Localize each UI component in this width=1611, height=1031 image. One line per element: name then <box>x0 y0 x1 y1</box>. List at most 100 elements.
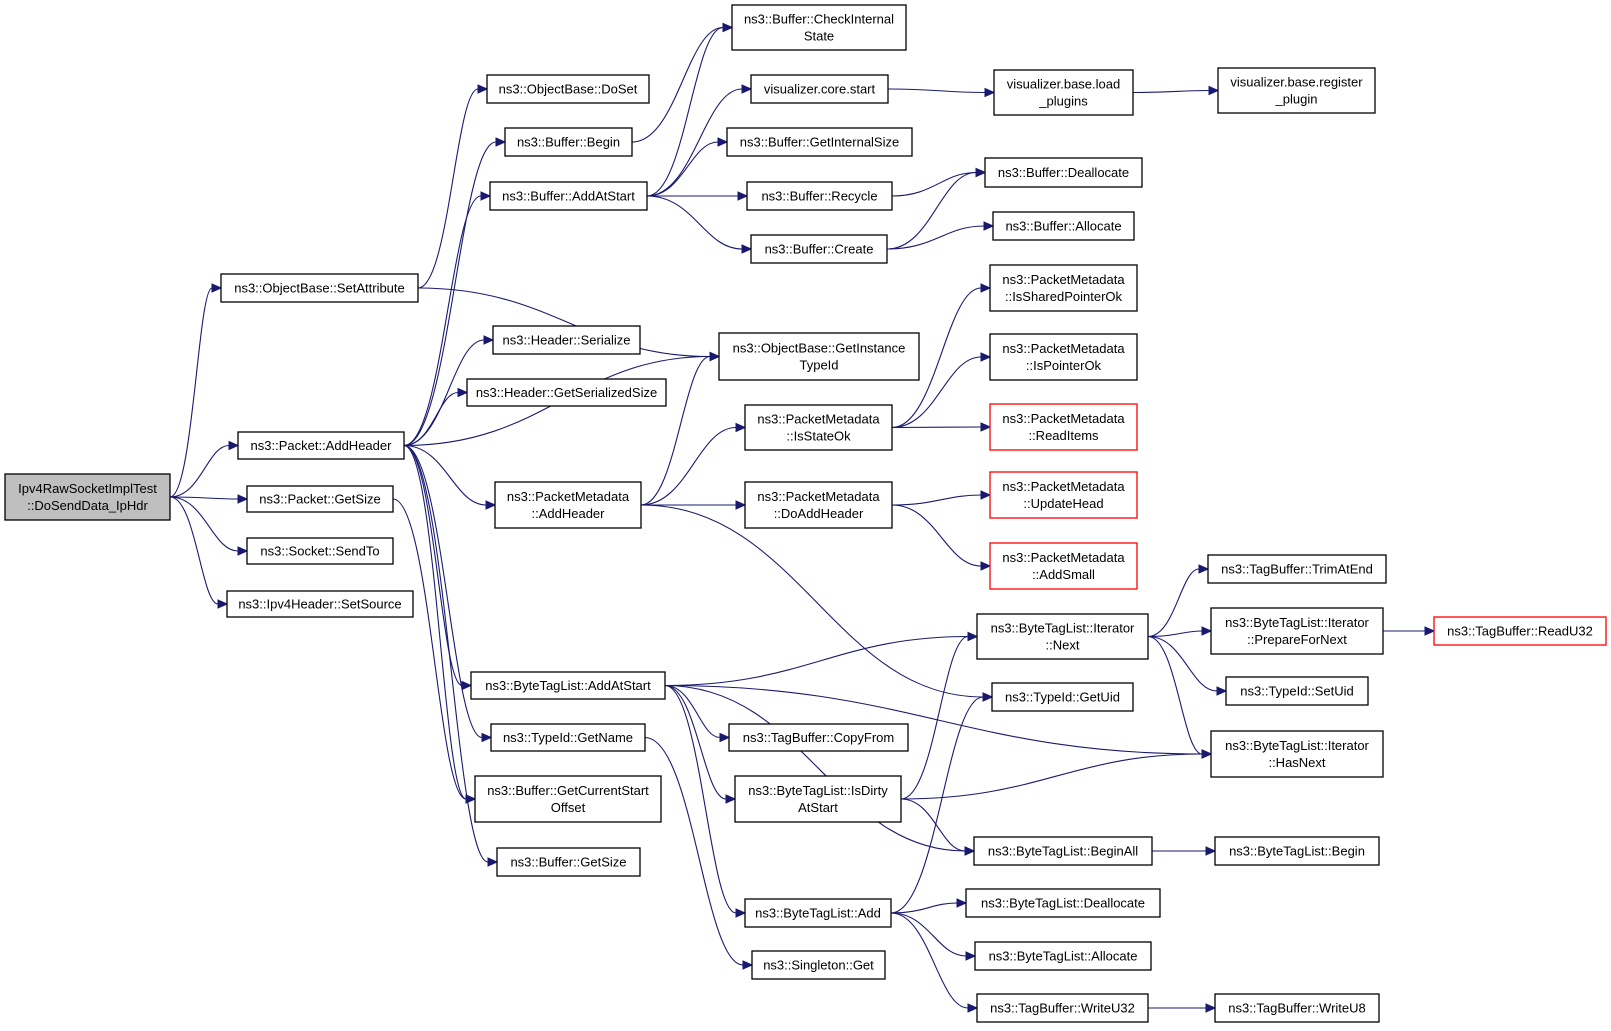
node-pm-add-header[interactable]: ns3::PacketMetadata::AddHeader <box>494 481 642 529</box>
node-btl-begin[interactable]: ns3::ByteTagList::Begin <box>1214 836 1380 866</box>
node-buf-create[interactable]: ns3::Buffer::Create <box>750 234 888 264</box>
node-label: ns3::TagBuffer::WriteU32 <box>990 1001 1135 1016</box>
call-edge-btl-it-prepare-to-tb-read-u32 <box>1382 626 1436 636</box>
node-pm-is-ptr-ok[interactable]: ns3::PacketMetadata::IsPointerOk <box>989 333 1138 381</box>
node-label: ns3::ByteTagList::IsDirty <box>748 783 888 798</box>
node-tid-set-uid[interactable]: ns3::TypeId::SetUid <box>1225 676 1369 706</box>
node-sock-send-to[interactable]: ns3::Socket::SendTo <box>246 537 394 565</box>
node-label: ns3::Header::Serialize <box>503 333 631 348</box>
node-set-attr[interactable]: ns3::ObjectBase::SetAttribute <box>220 273 419 303</box>
node-label: ::Next <box>1046 638 1080 653</box>
node-label: ns3::PacketMetadata <box>1002 341 1125 356</box>
node-obj-do-set[interactable]: ns3::ObjectBase::DoSet <box>486 74 650 104</box>
node-label: ns3::Buffer::Allocate <box>1005 219 1121 234</box>
node-tb-write-u32[interactable]: ns3::TagBuffer::WriteU32 <box>976 993 1149 1023</box>
node-tb-write-u8[interactable]: ns3::TagBuffer::WriteU8 <box>1214 993 1380 1023</box>
node-pm-do-add-header[interactable]: ns3::PacketMetadata::DoAddHeader <box>744 481 893 529</box>
node-label: ::AddSmall <box>1032 567 1095 582</box>
function-nodes: Ipv4RawSocketImplTest::DoSendData_IpHdrn… <box>4 4 1607 1023</box>
node-label: ns3::TypeId::GetName <box>503 730 633 745</box>
call-edge-btl-add-at-start-to-tb-copy-from <box>664 684 731 743</box>
node-label: ns3::PacketMetadata <box>1002 272 1125 287</box>
call-edge-btl-add-to-btl-allocate <box>890 912 977 961</box>
node-btl-it-next[interactable]: ns3::ByteTagList::Iterator::Next <box>976 613 1149 660</box>
node-btl-allocate[interactable]: ns3::ByteTagList::Allocate <box>974 941 1152 971</box>
node-pm-read-items[interactable]: ns3::PacketMetadata::ReadItems <box>989 403 1138 451</box>
call-edge-pm-do-add-header-to-pm-update-head <box>891 490 992 506</box>
node-btl-it-prepare[interactable]: ns3::ByteTagList::Iterator::PrepareForNe… <box>1210 607 1384 655</box>
node-label: ::PrepareForNext <box>1247 632 1347 647</box>
node-btl-add[interactable]: ns3::ByteTagList::Add <box>744 898 892 928</box>
node-root[interactable]: Ipv4RawSocketImplTest::DoSendData_IpHdr <box>4 473 171 521</box>
node-singleton-get[interactable]: ns3::Singleton::Get <box>751 950 886 980</box>
node-tid-get-name[interactable]: ns3::TypeId::GetName <box>490 723 646 752</box>
node-label: visualizer.core.start <box>764 82 876 97</box>
node-buf-get-size[interactable]: ns3::Buffer::GetSize <box>496 847 641 877</box>
node-label: ns3::Buffer::AddAtStart <box>502 189 635 204</box>
node-tid-get-uid[interactable]: ns3::TypeId::GetUid <box>991 682 1134 712</box>
node-label: ns3::Buffer::Deallocate <box>998 165 1129 180</box>
call-edge-btl-begin-all-to-btl-begin <box>1152 846 1217 856</box>
node-buf-get-internal-size[interactable]: ns3::Buffer::GetInternalSize <box>726 127 913 157</box>
call-edge-pkt-add-header-to-buf-begin <box>403 137 507 447</box>
node-label: ns3::Socket::SendTo <box>260 544 379 559</box>
node-label: ns3::ByteTagList::Iterator <box>991 621 1135 636</box>
node-btl-begin-all[interactable]: ns3::ByteTagList::BeginAll <box>973 836 1153 866</box>
call-edge-btl-it-next-to-btl-it-prepare <box>1147 626 1213 638</box>
node-label: ns3::Buffer::Recycle <box>761 189 877 204</box>
node-buf-deallocate[interactable]: ns3::Buffer::Deallocate <box>984 157 1143 188</box>
node-label: ns3::Buffer::Begin <box>517 135 620 150</box>
call-edge-pkt-add-header-to-pm-add-header <box>403 444 497 510</box>
node-btl-deallocate[interactable]: ns3::ByteTagList::Deallocate <box>965 888 1161 918</box>
node-tb-trim-at-end[interactable]: ns3::TagBuffer::TrimAtEnd <box>1207 554 1387 584</box>
node-label: ns3::Buffer::GetInternalSize <box>740 135 899 150</box>
call-edges <box>169 22 1436 1013</box>
node-vis-core-start[interactable]: visualizer.core.start <box>750 74 889 104</box>
call-edge-tb-write-u32-to-tb-write-u8 <box>1148 1003 1217 1013</box>
call-edge-btl-add-at-start-to-btl-add <box>664 684 747 918</box>
call-edge-vis-core-start-to-vis-base-load <box>887 87 996 98</box>
node-label: ns3::Buffer::GetSize <box>510 855 626 870</box>
call-edge-root-to-ipv4-set-source <box>169 496 229 609</box>
node-label: ns3::PacketMetadata <box>757 489 880 504</box>
node-label: ns3::ByteTagList::Begin <box>1229 844 1365 859</box>
node-tb-copy-from[interactable]: ns3::TagBuffer::CopyFrom <box>728 723 909 752</box>
node-tb-read-u32[interactable]: ns3::TagBuffer::ReadU32 <box>1433 616 1607 646</box>
call-edge-btl-it-next-to-tid-set-uid <box>1147 635 1228 696</box>
node-hdr-get-ser-size[interactable]: ns3::Header::GetSerializedSize <box>466 378 667 407</box>
node-label: ::UpdateHead <box>1023 496 1103 511</box>
node-hdr-serialize[interactable]: ns3::Header::Serialize <box>492 325 641 355</box>
node-buf-allocate[interactable]: ns3::Buffer::Allocate <box>992 211 1135 241</box>
node-ipv4-set-source[interactable]: ns3::Ipv4Header::SetSource <box>226 590 414 618</box>
call-edge-buf-add-at-start-to-buf-create <box>646 195 753 254</box>
node-label: ::IsPointerOk <box>1026 358 1102 373</box>
node-vis-base-register[interactable]: visualizer.base.register_plugin <box>1217 67 1376 114</box>
node-label: ::AddHeader <box>532 506 606 521</box>
node-pkt-get-size[interactable]: ns3::Packet::GetSize <box>246 485 394 513</box>
node-btl-it-has-next[interactable]: ns3::ByteTagList::Iterator::HasNext <box>1210 730 1384 778</box>
node-label: ns3::ObjectBase::DoSet <box>499 82 638 97</box>
node-label: ns3::PacketMetadata <box>1002 550 1125 565</box>
node-buf-begin[interactable]: ns3::Buffer::Begin <box>504 127 633 157</box>
node-buf-add-at-start[interactable]: ns3::Buffer::AddAtStart <box>489 181 648 211</box>
node-buf-recycle[interactable]: ns3::Buffer::Recycle <box>746 181 893 211</box>
node-label: ns3::ByteTagList::Iterator <box>1225 738 1369 753</box>
node-label: ::ReadItems <box>1028 428 1099 443</box>
node-label: ::IsStateOk <box>786 429 851 444</box>
call-edge-pm-add-header-to-pm-is-state-ok <box>640 422 747 506</box>
node-pm-add-small[interactable]: ns3::PacketMetadata::AddSmall <box>989 542 1138 590</box>
node-label: ns3::PacketMetadata <box>507 489 630 504</box>
node-pkt-add-header[interactable]: ns3::Packet::AddHeader <box>237 431 405 460</box>
call-edge-pkt-add-header-to-tid-get-name <box>403 444 493 743</box>
node-vis-base-load[interactable]: visualizer.base.load_plugins <box>993 69 1134 116</box>
node-label: _plugin <box>1275 92 1318 107</box>
node-pm-update-head[interactable]: ns3::PacketMetadata::UpdateHead <box>989 471 1138 519</box>
node-pm-is-state-ok[interactable]: ns3::PacketMetadata::IsStateOk <box>744 404 893 451</box>
node-pm-is-shared-ptr-ok[interactable]: ns3::PacketMetadata::IsSharedPointerOk <box>989 264 1138 312</box>
node-btl-add-at-start[interactable]: ns3::ByteTagList::AddAtStart <box>470 671 666 700</box>
